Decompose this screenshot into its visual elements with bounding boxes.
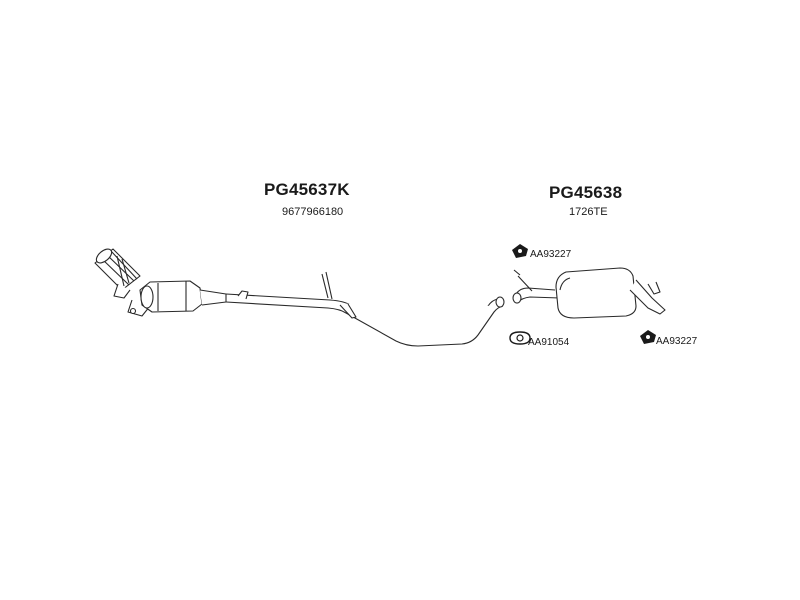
inlet-flexible-bellows	[94, 248, 141, 291]
bracket-left	[113, 283, 131, 299]
intermediate-pipe-end	[495, 296, 505, 308]
rear-silencer[interactable]	[512, 267, 666, 319]
silencer-inlet-end	[512, 292, 522, 304]
tail-pipe	[629, 279, 666, 315]
accessory-code-gasket[interactable]: AA91054	[528, 337, 570, 348]
rubber-mount-top-icon[interactable]	[512, 244, 528, 258]
accessory-code-rubber-mount-rear[interactable]: AA93227	[656, 336, 698, 347]
part-code-rear[interactable]: PG45638	[549, 183, 623, 202]
silencer-hanger-front	[513, 269, 533, 292]
silencer-body	[555, 267, 637, 319]
pipe-hanger-2	[321, 271, 333, 300]
part-code-front[interactable]: PG45637K	[264, 180, 350, 199]
rubber-mount-rear-icon[interactable]	[640, 330, 656, 344]
intermediate-pipe[interactable]	[225, 271, 505, 347]
accessory-code-rubber-mount-top[interactable]: AA93227	[530, 249, 572, 260]
oem-code-front: 9677966180	[282, 206, 344, 218]
pipe-hanger-1	[237, 290, 249, 300]
pipe-hanger-3	[339, 303, 357, 319]
oem-code-rear: 1726TE	[569, 206, 608, 218]
gasket-icon[interactable]	[509, 331, 531, 345]
bolt-hole	[129, 307, 137, 315]
front-section-catalyst[interactable]	[94, 246, 227, 317]
